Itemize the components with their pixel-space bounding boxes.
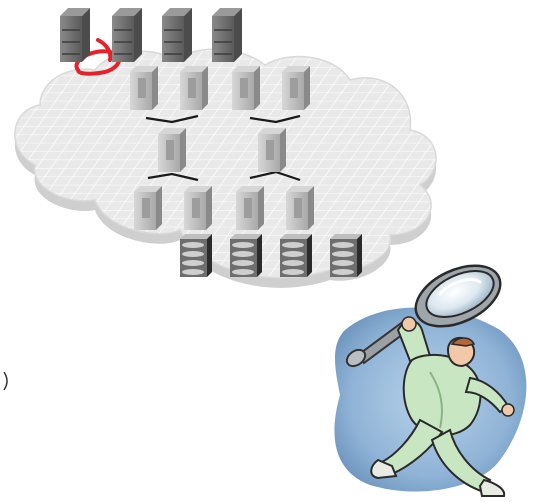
server-icon: [60, 8, 90, 62]
left-shoe: [370, 458, 398, 480]
server-icon: [112, 8, 142, 62]
server-icon: [134, 186, 162, 230]
storage-icon: [180, 234, 212, 277]
storage-icon: [330, 234, 362, 277]
storage-icon: [280, 234, 312, 277]
server-icon: [236, 186, 264, 230]
inspector-person-icon: [334, 264, 527, 497]
storage-icon: [230, 234, 262, 277]
right-shoe: [478, 478, 506, 497]
middle-server-row-3: [134, 186, 314, 230]
server-icon: [162, 8, 192, 62]
server-icon: [212, 8, 242, 62]
network-cloud: [14, 48, 437, 288]
cloud-surface: [14, 48, 437, 279]
storage-row: [180, 234, 362, 277]
server-icon: [232, 66, 260, 110]
middle-server-row-1: [130, 66, 310, 110]
server-icon: [180, 66, 208, 110]
server-icon: [286, 186, 314, 230]
stray-mark: [3, 371, 8, 391]
torso: [402, 353, 482, 437]
server-icon: [282, 66, 310, 110]
server-icon: [130, 66, 158, 110]
middle-server-row-2: [158, 128, 286, 172]
top-server-row: [60, 8, 242, 62]
server-icon: [158, 128, 186, 172]
other-arm: [464, 376, 510, 414]
server-icon: [258, 128, 286, 172]
server-icon: [184, 186, 212, 230]
magnifying-glass-icon: [414, 264, 502, 328]
